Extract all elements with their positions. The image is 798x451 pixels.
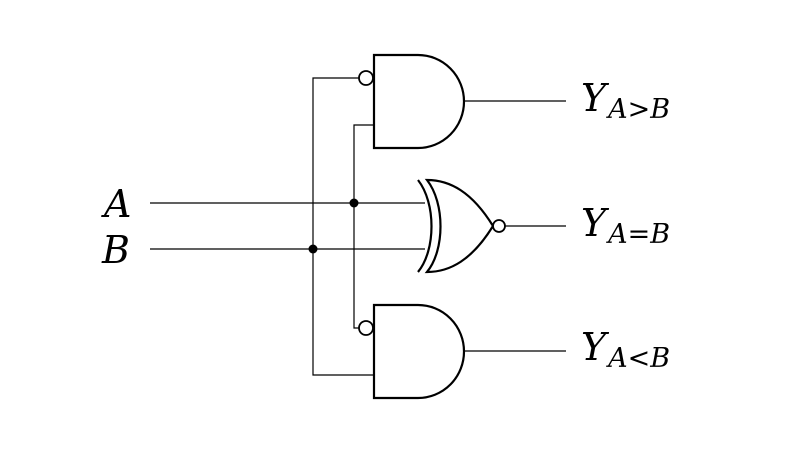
output-equal-sub: A=B [605,219,670,250]
output-equal-base: Y [581,201,610,245]
xnor-input-arc [417,179,433,273]
junction-b [308,244,318,254]
and-gate-top [372,53,466,150]
inverter-bubble-top [358,70,374,86]
output-greater-label: YA>B [581,76,670,125]
output-less-base: Y [581,325,610,369]
output-greater-base: Y [581,76,610,120]
inverter-bubble-xnor [492,219,506,233]
output-greater-sub: A>B [605,94,670,125]
input-a-label: A [101,182,131,226]
junction-a [349,198,359,208]
wire-a-branch [353,124,374,329]
output-equal-label: YA=B [581,201,670,250]
and-gate-bottom [372,303,466,400]
wire-b-branch [312,77,374,376]
input-b-label: B [101,228,130,272]
output-less-sub: A<B [605,343,670,374]
xnor-gate [424,178,495,274]
inverter-bubble-bottom [358,320,374,336]
output-less-label: YA<B [581,325,670,374]
